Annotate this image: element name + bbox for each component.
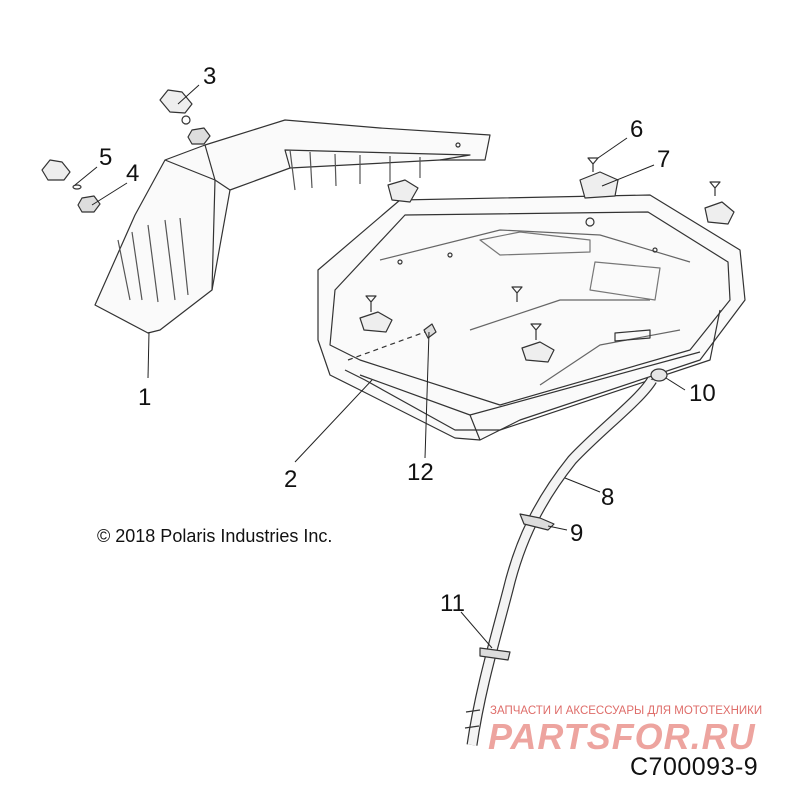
callout-3: 3 — [203, 63, 216, 90]
part-1-side-panel — [94, 119, 491, 334]
callout-4: 4 — [126, 160, 139, 187]
part-5-latch — [41, 159, 82, 190]
callout-10: 10 — [689, 380, 716, 407]
callout-8: 8 — [601, 484, 614, 511]
leader-lines — [74, 84, 686, 649]
drawing-number: C700093-9 — [630, 753, 759, 781]
callout-9: 9 — [570, 520, 583, 547]
callout-labels: 1 2 3 4 5 6 7 8 9 10 11 12 — [99, 63, 716, 617]
callout-2: 2 — [284, 466, 297, 493]
copyright-notice: © 2018 Polaris Industries Inc. — [97, 526, 333, 546]
watermark-logo: PARTSFOR.RU — [488, 716, 756, 757]
part-6-screws — [365, 157, 721, 340]
part-8-drain-hose — [464, 376, 657, 746]
part-12-drain-plug — [347, 323, 437, 361]
callout-6: 6 — [630, 116, 643, 143]
callout-11: 11 — [440, 590, 465, 617]
watermark-tagline: ЗАПЧАСТИ И АКСЕССУАРЫ ДЛЯ МОТОТЕХНИКИ — [490, 705, 763, 717]
part-7-tie-down-anchors — [359, 171, 735, 363]
callout-5: 5 — [99, 144, 112, 171]
callout-1: 1 — [138, 384, 151, 411]
part-10-hose-fitting — [650, 368, 668, 382]
callout-12: 12 — [407, 459, 434, 486]
part-11-hose-clamp — [479, 647, 511, 661]
part-3-latch — [159, 89, 211, 145]
callout-7: 7 — [657, 146, 670, 173]
part-4-nut — [77, 195, 101, 213]
part-2-storage-tray — [317, 194, 746, 441]
